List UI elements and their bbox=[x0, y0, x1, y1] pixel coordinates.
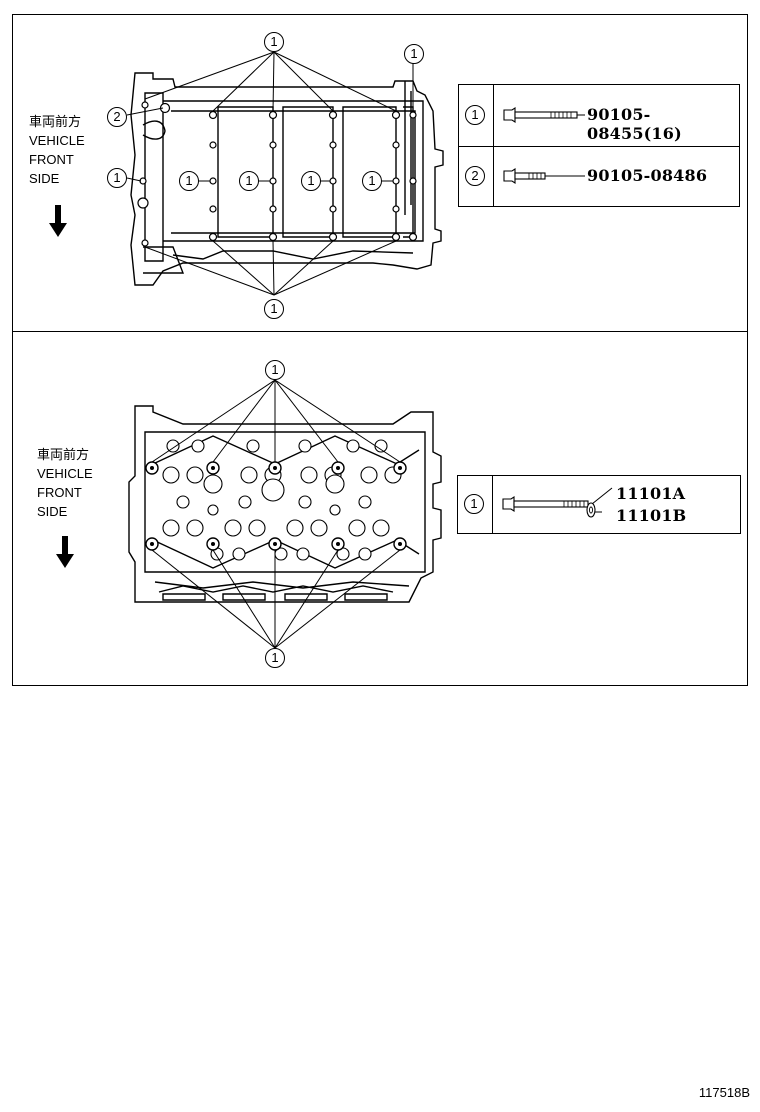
vehicle-front-label: 車両前方 VEHICLE FRONT SIDE bbox=[29, 112, 85, 188]
bolt-icon bbox=[502, 487, 613, 513]
part-number-bolt: 11101A bbox=[616, 484, 686, 503]
down-arrow-icon bbox=[56, 536, 74, 568]
bolt-icon bbox=[503, 167, 585, 185]
callout-1: 1 bbox=[362, 171, 382, 191]
callout-1: 1 bbox=[265, 360, 285, 380]
callout-1: 1 bbox=[107, 168, 127, 188]
vehicle-front-line2: FRONT bbox=[37, 485, 82, 500]
vehicle-front-line3: SIDE bbox=[29, 171, 60, 186]
bottom-panel: 車両前方 VEHICLE FRONT SIDE bbox=[12, 331, 748, 686]
callout-1: 1 bbox=[179, 171, 199, 191]
callout-2: 2 bbox=[107, 107, 127, 127]
vehicle-front-japanese: 車両前方 bbox=[37, 447, 90, 462]
part-number: 90105-08486 bbox=[587, 166, 708, 185]
callout-1: 1 bbox=[404, 44, 424, 64]
parts-legend-table: 1 90105-08455(16) 2 90105-08486 bbox=[458, 84, 740, 207]
vehicle-front-japanese: 車両前方 bbox=[29, 114, 82, 129]
down-arrow-icon bbox=[49, 205, 67, 237]
callout-1: 1 bbox=[301, 171, 321, 191]
top-panel: 車両前方 VEHICLE FRONT SIDE bbox=[12, 14, 748, 332]
cylinder-block-drawing bbox=[126, 51, 444, 296]
legend-callout-2: 2 bbox=[465, 166, 485, 186]
vehicle-front-line1: VEHICLE bbox=[29, 133, 85, 148]
callout-1: 1 bbox=[264, 32, 284, 52]
part-number-washer: 11101B bbox=[616, 506, 687, 525]
vehicle-front-line2: FRONT bbox=[29, 152, 74, 167]
cylinder-head-drawing bbox=[128, 379, 442, 649]
callout-1: 1 bbox=[265, 648, 285, 668]
callout-1: 1 bbox=[239, 171, 259, 191]
washer-icon bbox=[586, 502, 602, 518]
legend-row: 1 11101A 11101B bbox=[458, 476, 740, 533]
callout-1: 1 bbox=[264, 299, 284, 319]
vehicle-front-label: 車両前方 VEHICLE FRONT SIDE bbox=[37, 445, 93, 521]
parts-legend-table: 1 11101A 11101B bbox=[457, 475, 741, 534]
legend-callout-1: 1 bbox=[464, 494, 484, 514]
vehicle-front-line3: SIDE bbox=[37, 504, 68, 519]
legend-callout-1: 1 bbox=[465, 105, 485, 125]
bolt-icon bbox=[503, 106, 585, 124]
part-number: 90105-08455(16) bbox=[587, 105, 682, 143]
vehicle-front-line1: VEHICLE bbox=[37, 466, 93, 481]
illustration-code: 117518B bbox=[698, 1085, 750, 1100]
legend-row: 2 90105-08486 bbox=[459, 146, 739, 206]
legend-row: 1 90105-08455(16) bbox=[459, 85, 739, 147]
